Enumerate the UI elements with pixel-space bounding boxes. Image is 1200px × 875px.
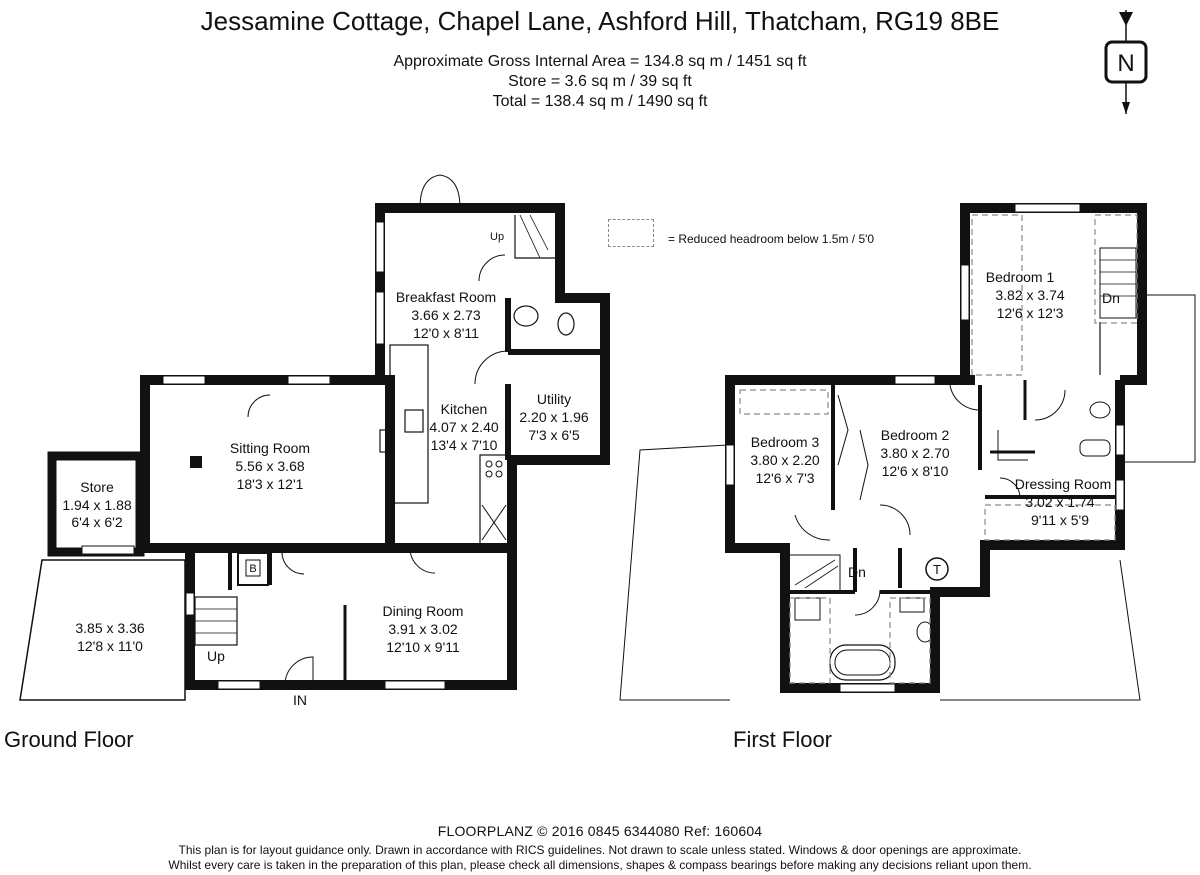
footer-disclaimer-2: Whilst every care is taken in the prepar… [168,858,1032,872]
dressing-room-metric: 3.02 x 1.74 [1025,494,1094,510]
first-floor-plan [619,203,1196,701]
utility-name: Utility [537,391,571,407]
north-arrow-icon: N [1104,10,1148,114]
reduced-headroom-swatch [608,219,654,247]
reduced-headroom-legend: = Reduced headroom below 1.5m / 5'0 [668,232,875,246]
sitting-room-imperial: 18'3 x 12'1 [237,476,304,492]
bedroom-1-imperial: 12'6 x 12'3 [997,305,1064,321]
dressing-room-imperial: 9'11 x 5'9 [1031,512,1089,528]
ground-floor-plan [19,174,610,701]
bedroom-3-metric: 3.80 x 2.20 [750,452,819,468]
outbuilding-imperial: 12'8 x 11'0 [77,638,143,654]
dining-room-metric: 3.91 x 3.02 [388,621,457,637]
dining-room-name: Dining Room [383,603,464,619]
bedroom-3-imperial: 12'6 x 7'3 [755,470,814,486]
breakfast-room-imperial: 12'0 x 8'11 [413,325,479,341]
store-area: Store = 3.6 sq m / 39 sq ft [508,73,692,90]
dining-room-imperial: 12'10 x 9'11 [386,639,460,655]
store-imperial: 6'4 x 6'2 [71,514,122,530]
breakfast-stairs-label: Up [490,231,504,243]
bedroom-2-name: Bedroom 2 [881,427,950,443]
tank-label: T [933,562,941,577]
compass-letter: N [1117,50,1134,77]
footer-disclaimer-1: This plan is for layout guidance only. D… [178,843,1022,857]
outbuilding-metric: 3.85 x 3.36 [75,620,144,636]
gross-internal-area: Approximate Gross Internal Area = 134.8 … [393,53,807,70]
entrance-label: IN [293,692,307,708]
kitchen-breakfast-walls [375,203,610,548]
bedroom-2-metric: 3.80 x 2.70 [880,445,949,461]
utility-imperial: 7'3 x 6'5 [528,427,579,443]
plan-title: Jessamine Cottage, Chapel Lane, Ashford … [200,6,1000,36]
breakfast-room-name: Breakfast Room [396,289,496,305]
kitchen-imperial: 13'4 x 7'10 [431,437,498,453]
breakfast-room-metric: 3.66 x 2.73 [411,307,480,323]
boiler-label: B [249,563,256,575]
store-name: Store [80,479,114,495]
total-area: Total = 138.4 sq m / 1490 sq ft [492,93,708,110]
sitting-room-name: Sitting Room [230,440,310,456]
reduced-headroom-zones [739,214,1138,684]
kitchen-metric: 4.07 x 2.40 [429,419,498,435]
hall-stairs-label: Up [207,648,225,664]
footer-brand: FLOORPLANZ © 2016 0845 6344080 Ref: 1606… [437,823,763,839]
landing-stairs-label: Dn [848,564,866,580]
dressing-room-name: Dressing Room [1015,476,1111,492]
outbuilding-outline [19,559,186,701]
utility-metric: 2.20 x 1.96 [519,409,588,425]
ground-floor-label: Ground Floor [4,727,134,752]
bedroom-2-imperial: 12'6 x 8'10 [882,463,949,479]
sitting-room-metric: 5.56 x 3.68 [235,458,304,474]
bedroom-1-name: Bedroom 1 [986,269,1055,285]
bedroom-3-name: Bedroom 3 [751,434,820,450]
bedroom-1-stairs-label: Dn [1102,290,1120,306]
bedroom-1-metric: 3.82 x 3.74 [995,287,1064,303]
store-metric: 1.94 x 1.88 [62,497,131,513]
kitchen-name: Kitchen [441,401,488,417]
first-floor-label: First Floor [733,727,832,752]
